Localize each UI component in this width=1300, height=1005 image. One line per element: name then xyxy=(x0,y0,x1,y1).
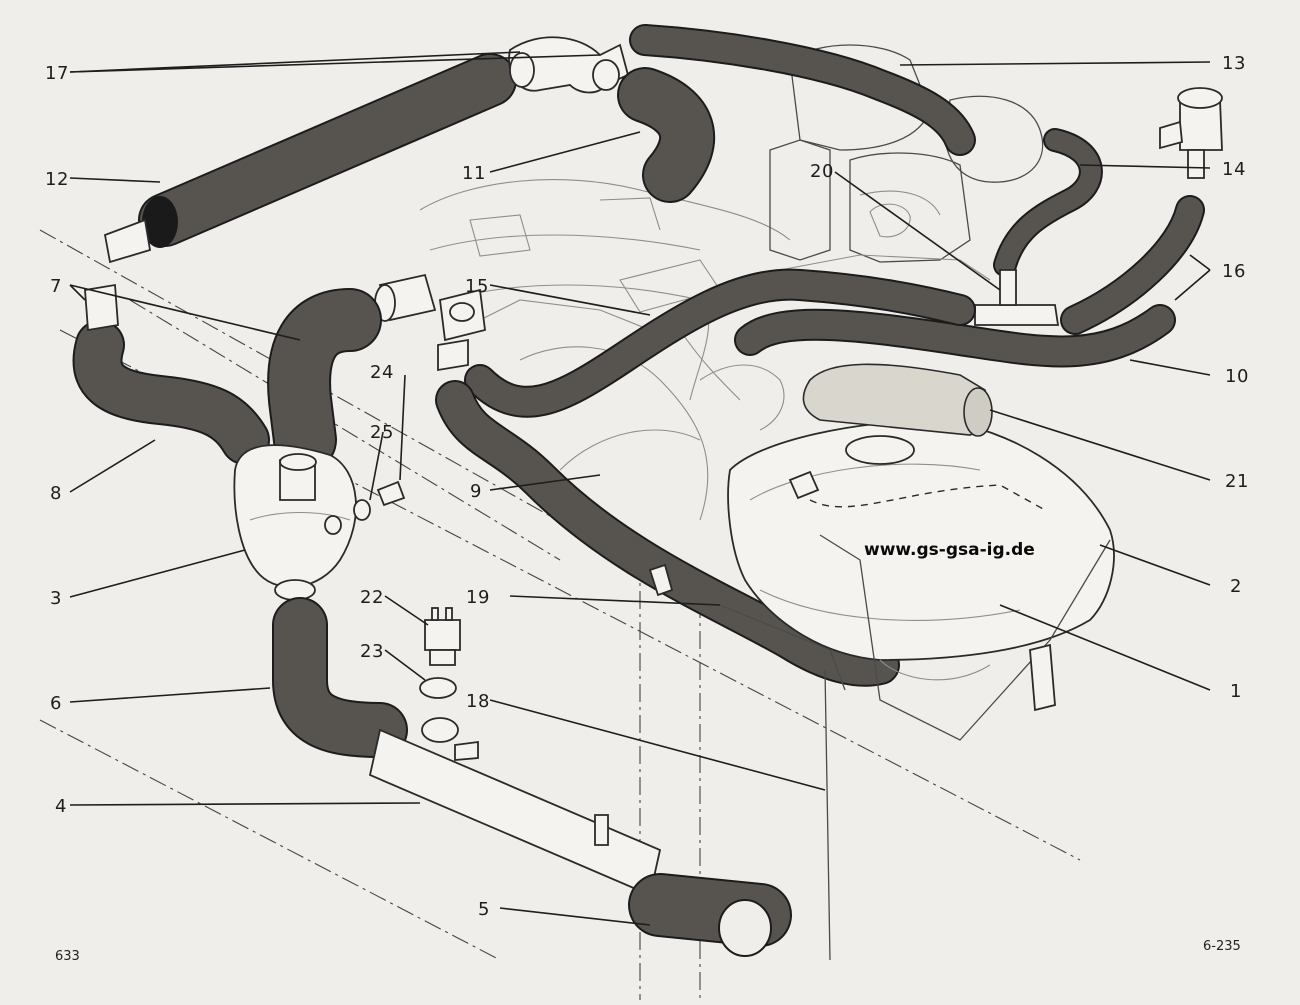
callout-21: 21 xyxy=(1225,471,1249,492)
callout-10: 10 xyxy=(1225,366,1249,387)
bracket-2 xyxy=(809,484,1111,741)
figure-number: 633 xyxy=(55,949,80,964)
callout-11: 11 xyxy=(462,163,486,184)
callout-6: 6 xyxy=(50,693,62,714)
callout-13: 13 xyxy=(1222,53,1246,74)
callout-5: 5 xyxy=(478,899,490,920)
callout-18: 18 xyxy=(466,691,490,712)
expansion-tank-1 xyxy=(727,419,1115,681)
hose-13 xyxy=(629,24,976,156)
clip-screw xyxy=(788,470,820,500)
callout-24: 24 xyxy=(370,362,394,383)
hose-5 xyxy=(628,873,792,957)
callout-7: 7 xyxy=(50,276,62,297)
callout-1: 1 xyxy=(1230,681,1242,702)
washer-23 xyxy=(419,677,457,699)
temperature-sensor-22 xyxy=(424,607,461,666)
hose-6 xyxy=(272,597,408,758)
hose-14 xyxy=(993,128,1103,277)
callout-23: 23 xyxy=(360,641,384,662)
callout-25: 25 xyxy=(370,422,394,443)
rod-18 xyxy=(824,669,831,961)
hose-9 xyxy=(435,380,900,687)
thermostat-housing-3 xyxy=(233,444,357,601)
connector-pipes-7 xyxy=(84,218,152,332)
leader-lines xyxy=(69,51,1211,926)
hose-12 xyxy=(138,53,517,248)
callout-9: 9 xyxy=(470,481,482,502)
page-reference: 6-235 xyxy=(1203,939,1241,954)
callout-20: 20 xyxy=(810,161,834,182)
tee-pipe-20 xyxy=(974,269,1060,326)
callout-16: 16 xyxy=(1222,261,1246,282)
callout-12: 12 xyxy=(45,169,69,190)
callout-3: 3 xyxy=(50,588,62,609)
callout-2: 2 xyxy=(1230,576,1242,597)
hose-10 xyxy=(734,304,1176,368)
callout-19: 19 xyxy=(466,587,490,608)
overflow-tube-19 xyxy=(719,604,846,691)
thermostat-housing xyxy=(1159,87,1223,179)
engine-block-sketch xyxy=(419,44,1044,521)
hose-7 xyxy=(267,288,382,472)
plug-24 xyxy=(376,480,406,507)
callout-15: 15 xyxy=(465,276,489,297)
callout-14: 14 xyxy=(1222,159,1246,180)
hose-15 xyxy=(464,268,976,418)
hose-11 xyxy=(617,67,716,203)
pipe-4 xyxy=(368,717,662,897)
callout-labels: 1 2 3 4 5 6 7 8 9 10 11 12 13 14 15 16 1… xyxy=(45,53,1249,920)
hose-16 xyxy=(1060,195,1205,335)
hose-8 xyxy=(72,320,270,465)
foam-pad-21 xyxy=(802,363,993,437)
watermark-url: www.gs-gsa-ig.de xyxy=(864,540,1035,560)
washer-25 xyxy=(353,499,371,521)
callout-4: 4 xyxy=(55,796,67,817)
callout-22: 22 xyxy=(360,587,384,608)
callout-8: 8 xyxy=(50,483,62,504)
bleed-screw xyxy=(648,563,674,597)
callout-17: 17 xyxy=(45,63,69,84)
elbow-fitting-17 xyxy=(508,36,630,94)
